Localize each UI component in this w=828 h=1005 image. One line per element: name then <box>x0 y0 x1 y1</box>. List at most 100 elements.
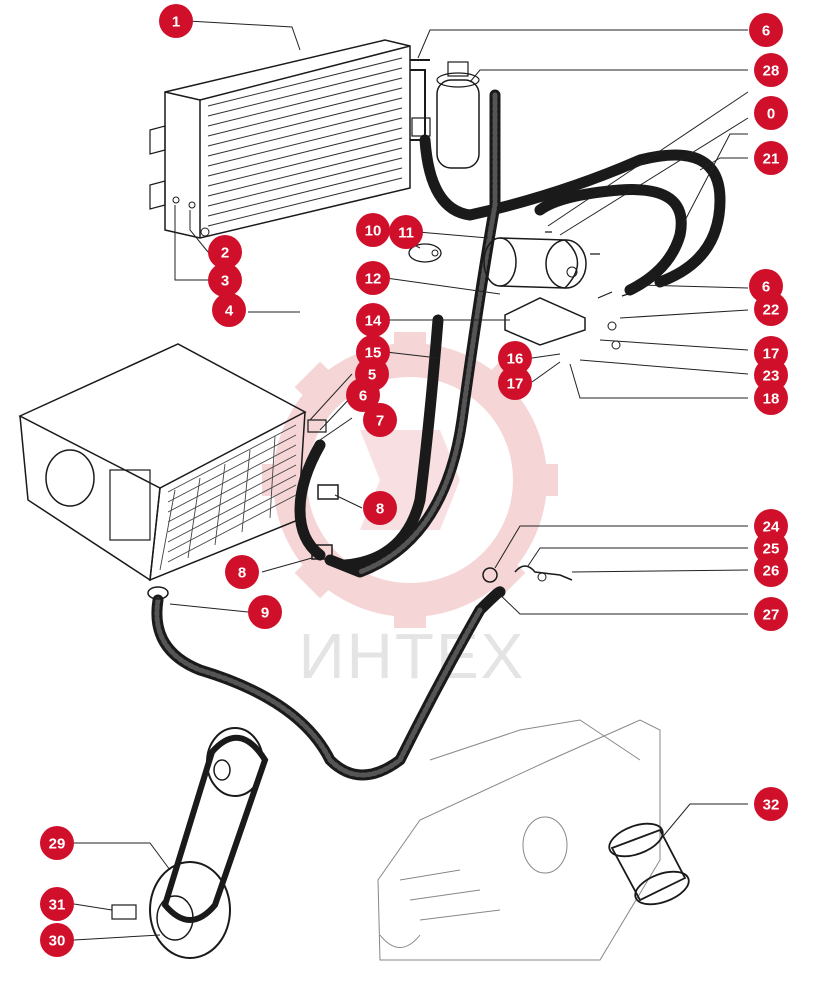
callout-badge <box>749 13 783 47</box>
callout-label: 21 <box>763 151 780 168</box>
callout-8: 8 <box>225 555 259 589</box>
callout-label: 28 <box>763 63 780 80</box>
callout-badge <box>754 787 788 821</box>
hose-lines <box>151 89 726 781</box>
callout-29: 29 <box>40 826 74 860</box>
callout-6: 6 <box>346 378 380 412</box>
callout-label: 32 <box>763 797 780 814</box>
callout-28: 28 <box>754 53 788 87</box>
callout-18: 18 <box>754 381 788 415</box>
callout-label: 9 <box>261 605 269 622</box>
watermark: ИНТЕХ <box>262 332 558 692</box>
callout-label: 31 <box>49 897 66 914</box>
callout-label: 16 <box>507 351 524 368</box>
callout-label: 8 <box>238 565 246 582</box>
callout-label: 10 <box>365 223 382 240</box>
callout-label: 24 <box>763 519 780 536</box>
callout-badge <box>754 553 788 587</box>
callout-4: 4 <box>212 293 246 327</box>
callout-6: 6 <box>749 13 783 47</box>
callout-label: 7 <box>376 413 384 430</box>
callout-label: 4 <box>225 303 234 320</box>
callout-badge <box>363 491 397 525</box>
callout-label: 6 <box>359 388 367 405</box>
callout-label: 30 <box>49 933 66 950</box>
callout-label: 14 <box>365 313 382 330</box>
fittings-group <box>482 565 573 583</box>
receiver-drier <box>410 59 480 169</box>
callout-12: 12 <box>356 261 390 295</box>
callout-label: 25 <box>763 541 780 558</box>
callout-16: 16 <box>498 341 532 375</box>
callout-label: 8 <box>376 501 384 518</box>
callout-badge <box>389 215 423 249</box>
watermark-text: ИНТЕХ <box>299 620 526 692</box>
callout-3: 3 <box>208 263 242 297</box>
callout-badge <box>40 887 74 921</box>
callout-9: 9 <box>248 595 282 629</box>
callout-badge <box>346 378 380 412</box>
callout-30: 30 <box>40 923 74 957</box>
callout-badge <box>498 341 532 375</box>
callout-badge <box>363 403 397 437</box>
callout-badge <box>248 595 282 629</box>
callout-badge <box>356 261 390 295</box>
callout-label: 3 <box>221 273 229 290</box>
callout-badge <box>754 381 788 415</box>
callout-badge <box>356 213 390 247</box>
callout-32: 32 <box>754 787 788 821</box>
callout-label: 26 <box>763 563 780 580</box>
callout-27: 27 <box>754 597 788 631</box>
callout-badge <box>754 96 788 130</box>
callout-22: 22 <box>754 292 788 326</box>
callout-26: 26 <box>754 553 788 587</box>
compressor <box>408 231 641 350</box>
callout-31: 31 <box>40 887 74 921</box>
callout-17: 17 <box>498 366 532 400</box>
callout-badge <box>212 293 246 327</box>
callout-2: 2 <box>208 235 242 269</box>
callout-badge <box>40 923 74 957</box>
callout-10: 10 <box>356 213 390 247</box>
callout-label: 6 <box>762 23 770 40</box>
callout-badge <box>754 292 788 326</box>
evaporator-box <box>18 343 339 600</box>
callout-14: 14 <box>356 303 390 337</box>
callout-badge <box>208 263 242 297</box>
callout-label: 0 <box>767 106 775 123</box>
callout-badge <box>159 4 193 38</box>
callout-label: 27 <box>763 607 780 624</box>
callout-label: 15 <box>365 345 382 362</box>
watermark-gear-icon <box>262 332 558 628</box>
callout-badge <box>40 826 74 860</box>
callout-0: 0 <box>754 96 788 130</box>
tractor-outline <box>377 719 661 961</box>
callout-1: 1 <box>159 4 193 38</box>
callout-badge <box>754 597 788 631</box>
callout-label: 11 <box>398 225 414 242</box>
callout-label: 17 <box>507 376 524 393</box>
callout-label: 1 <box>172 14 180 31</box>
callout-label: 17 <box>763 346 780 363</box>
filter-cartridge <box>608 822 690 906</box>
callout-label: 2 <box>221 245 229 262</box>
callout-badge <box>754 141 788 175</box>
callout-label: 6 <box>762 279 770 296</box>
callout-label: 12 <box>365 271 382 288</box>
callout-badge <box>356 303 390 337</box>
callout-8: 8 <box>363 491 397 525</box>
callout-badge <box>225 555 259 589</box>
callout-21: 21 <box>754 141 788 175</box>
belt-drive <box>111 727 269 959</box>
callout-badge <box>498 366 532 400</box>
callout-label: 22 <box>763 302 780 319</box>
callout-badge <box>208 235 242 269</box>
callout-label: 18 <box>763 391 780 408</box>
leader-lines <box>73 20 749 941</box>
condenser-unit <box>149 39 411 239</box>
callout-label: 29 <box>49 836 66 853</box>
callout-7: 7 <box>363 403 397 437</box>
